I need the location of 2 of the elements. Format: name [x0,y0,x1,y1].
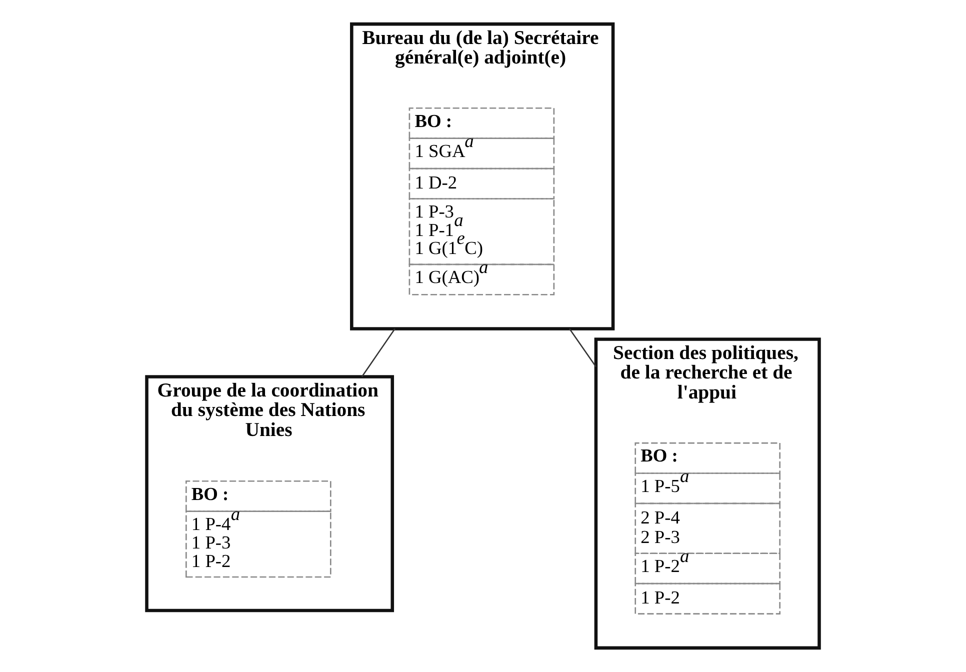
connector [361,328,396,378]
connector [568,328,596,368]
